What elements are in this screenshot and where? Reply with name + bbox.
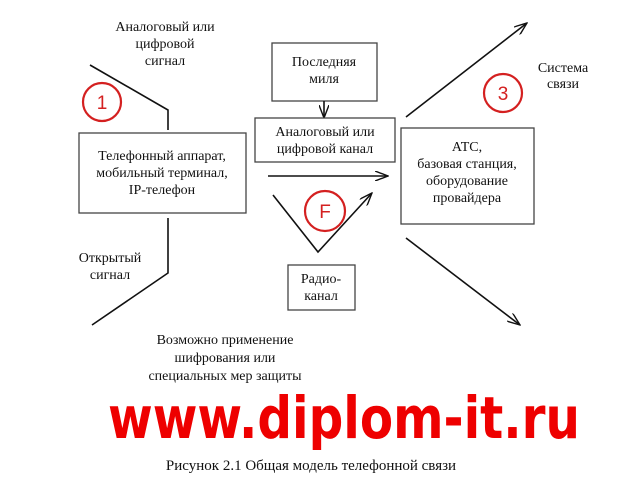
terminal-box: Телефонный аппарат, мобильный терминал, … [78, 132, 247, 214]
system-label: Система связи [538, 61, 589, 92]
box-line: Радио- [301, 272, 342, 287]
station-box: АТС, базовая станция, оборудование прова… [400, 127, 535, 225]
box-line: мобильный терминал, [96, 166, 228, 181]
upper-output-arrow [405, 23, 527, 118]
marker-f: F [303, 189, 347, 233]
box-line: АТС, [452, 140, 482, 155]
channel-box: Аналоговый или цифровой канал [254, 117, 396, 163]
watermark: www.diplom-it.ru [108, 384, 580, 452]
box-line: Аналоговый или [275, 125, 375, 140]
radio-channel-box: Радио- канал [287, 264, 356, 311]
lower-output-arrow [405, 237, 520, 325]
box-line: цифровой канал [277, 142, 373, 157]
label-line: цифровой [135, 37, 195, 52]
box-line: канал [304, 289, 338, 304]
label-line: шифрования или [175, 351, 276, 366]
label-line: Возможно применение [157, 333, 294, 348]
box-line: оборудование [426, 174, 508, 189]
box-line: IP-телефон [129, 183, 196, 198]
svg-text:F: F [319, 202, 331, 223]
svg-text:1: 1 [97, 93, 108, 114]
lower-bracket-line [91, 218, 169, 326]
box-line: Телефонный аппарат, [98, 149, 226, 164]
last-mile-box: Последняя миля [271, 42, 378, 102]
open-signal-label: Открытый сигнал [79, 251, 142, 283]
svg-text:3: 3 [498, 84, 509, 105]
marker-1: 1 [81, 81, 123, 123]
protection-label: Возможно применение шифрования или специ… [148, 333, 302, 384]
label-line: Открытый [79, 251, 142, 266]
label-line: сигнал [145, 54, 185, 69]
radio-path-line [272, 193, 372, 254]
box-line: базовая станция, [417, 157, 517, 172]
label-line: сигнал [90, 268, 130, 283]
top-signal-label: Аналоговый или цифровой сигнал [115, 20, 215, 69]
upper-bracket-line [89, 64, 169, 130]
label-line: Система [538, 61, 589, 76]
label-line: специальных мер защиты [148, 369, 302, 384]
figure-caption: Рисунок 2.1 Общая модель телефонной связ… [166, 458, 456, 474]
box-line: провайдера [433, 191, 502, 206]
label-line: связи [547, 77, 580, 92]
label-line: Аналоговый или [115, 20, 215, 35]
box-line: Последняя [292, 55, 357, 70]
marker-3: 3 [482, 72, 524, 114]
box-line: миля [309, 72, 339, 87]
